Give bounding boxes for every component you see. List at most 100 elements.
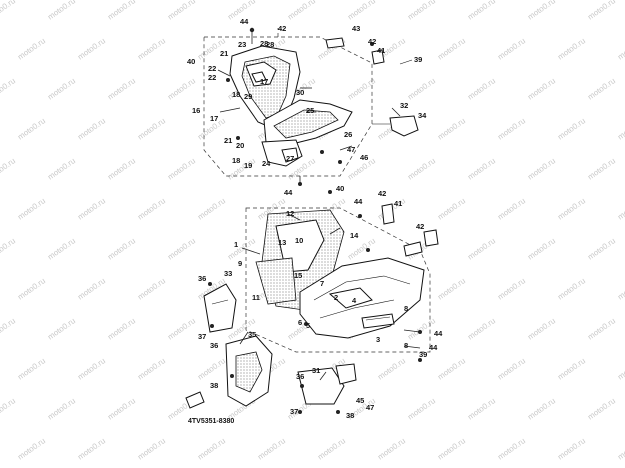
upper-part-callout: 32 [400, 101, 408, 110]
watermark-text: moto0.ru [136, 356, 167, 381]
watermark-text: moto0.ru [16, 196, 47, 221]
watermark-text: moto0.ru [436, 356, 467, 381]
lower-part-callout: 41 [394, 199, 402, 208]
watermark-text: moto0.ru [226, 156, 257, 181]
watermark-text: moto0.ru [586, 396, 617, 421]
lower-part-callout: 38 [346, 411, 354, 420]
watermark-text: moto0.ru [616, 276, 625, 301]
lower-part-callout: 2 [334, 293, 338, 302]
lower-part-callout: 44 [429, 343, 438, 352]
watermark-text: moto0.ru [76, 196, 107, 221]
watermark-text: moto0.ru [436, 116, 467, 141]
watermark-text: moto0.ru [586, 316, 617, 341]
watermark-text: moto0.ru [466, 316, 497, 341]
watermark-text: moto0.ru [436, 436, 467, 461]
lower-part-callout: 47 [366, 403, 374, 412]
watermark-text: moto0.ru [406, 76, 437, 101]
watermark-text: moto0.ru [46, 236, 77, 261]
watermark-text: moto0.ru [106, 236, 137, 261]
watermark-text: moto0.ru [46, 316, 77, 341]
watermark-text: moto0.ru [496, 36, 527, 61]
watermark-text: moto0.ru [496, 356, 527, 381]
upper-part-callout: 30 [296, 88, 304, 97]
watermark-text: moto0.ru [196, 196, 227, 221]
watermark-text: moto0.ru [556, 276, 587, 301]
lower-part-callout: 8 [404, 341, 408, 350]
watermark-text: moto0.ru [256, 436, 287, 461]
watermark-text: moto0.ru [496, 436, 527, 461]
upper-part-callout: 21 [220, 49, 228, 58]
upper-part-callout: 39 [414, 55, 422, 64]
watermark-text: moto0.ru [616, 436, 625, 461]
upper-part-callout: 18 [232, 90, 240, 99]
upper-part-callout: 41 [377, 46, 385, 55]
watermark-text: moto0.ru [196, 356, 227, 381]
watermark-text: moto0.ru [166, 316, 197, 341]
catalog-code: 4TV5351-8380 [188, 418, 234, 425]
watermark-text: moto0.ru [106, 396, 137, 421]
upper-part-callout: 40 [187, 57, 195, 66]
watermark-text: moto0.ru [106, 76, 137, 101]
watermark-text: moto0.ru [0, 316, 17, 341]
watermark-text: moto0.ru [106, 316, 137, 341]
upper-part-callout: 16 [192, 106, 200, 115]
watermark-text: moto0.ru [586, 156, 617, 181]
watermark-text: moto0.ru [16, 356, 47, 381]
upper-part-callout: 17 [260, 77, 268, 86]
lower-part-callout: 5 [306, 321, 310, 330]
lower-part-callout: 15 [294, 271, 302, 280]
watermark-text: moto0.ru [76, 436, 107, 461]
watermark-text: moto0.ru [496, 116, 527, 141]
lower-cowling-assembly [185, 190, 439, 414]
upper-part-callout: 17 [210, 114, 218, 123]
lower-part-callout: 31 [312, 366, 320, 375]
upper-part-callout: 46 [360, 153, 368, 162]
lower-part-callout: 9 [238, 259, 242, 268]
watermark-text: moto0.ru [166, 156, 197, 181]
watermark-text: moto0.ru [406, 0, 437, 22]
watermark-text: moto0.ru [466, 156, 497, 181]
upper-part-callout: 26 [344, 130, 352, 139]
upper-part-callout: 21 [224, 136, 232, 145]
watermark-text: moto0.ru [406, 396, 437, 421]
lower-part-callout: 36 [210, 341, 218, 350]
watermark-text: moto0.ru [0, 156, 17, 181]
watermark-text: moto0.ru [556, 36, 587, 61]
watermark-text: moto0.ru [0, 396, 17, 421]
watermark-text: moto0.ru [586, 0, 617, 22]
lower-part-callout: 35 [248, 330, 256, 339]
lower-part-callout: 10 [295, 236, 303, 245]
watermark-text: moto0.ru [436, 196, 467, 221]
watermark-text: moto0.ru [16, 276, 47, 301]
watermark-text: moto0.ru [586, 236, 617, 261]
upper-part-callout: 25 [306, 106, 314, 115]
watermark-text: moto0.ru [556, 196, 587, 221]
watermark-text: moto0.ru [136, 36, 167, 61]
upper-part-callout: 28 [260, 39, 268, 48]
upper-part-callout: 44 [240, 17, 249, 26]
lower-part-callout: 42 [378, 189, 386, 198]
watermark-text: moto0.ru [0, 236, 17, 261]
lower-part-callout: 44 [354, 197, 363, 206]
lower-part-callout: 14 [350, 231, 359, 240]
watermark-text: moto0.ru [16, 436, 47, 461]
watermark-text: moto0.ru [46, 156, 77, 181]
watermark-text: moto0.ru [406, 316, 437, 341]
lower-part-callout: 45 [356, 396, 364, 405]
upper-part-callout: 20 [236, 141, 244, 150]
watermark-text: moto0.ru [106, 156, 137, 181]
upper-part-callout: 47 [347, 145, 355, 154]
upper-part-callout: 23 [238, 40, 246, 49]
watermark-text: moto0.ru [136, 436, 167, 461]
watermark-text: moto0.ru [136, 196, 167, 221]
watermark-text: moto0.ru [466, 396, 497, 421]
watermark-text: moto0.ru [586, 76, 617, 101]
lower-part-callout: 42 [416, 222, 424, 231]
watermark-text: moto0.ru [346, 0, 377, 22]
watermark-text: moto0.ru [346, 76, 377, 101]
watermark-text: moto0.ru [466, 236, 497, 261]
lower-part-callout: 4 [352, 296, 357, 305]
lower-part-callout: 12 [286, 209, 294, 218]
